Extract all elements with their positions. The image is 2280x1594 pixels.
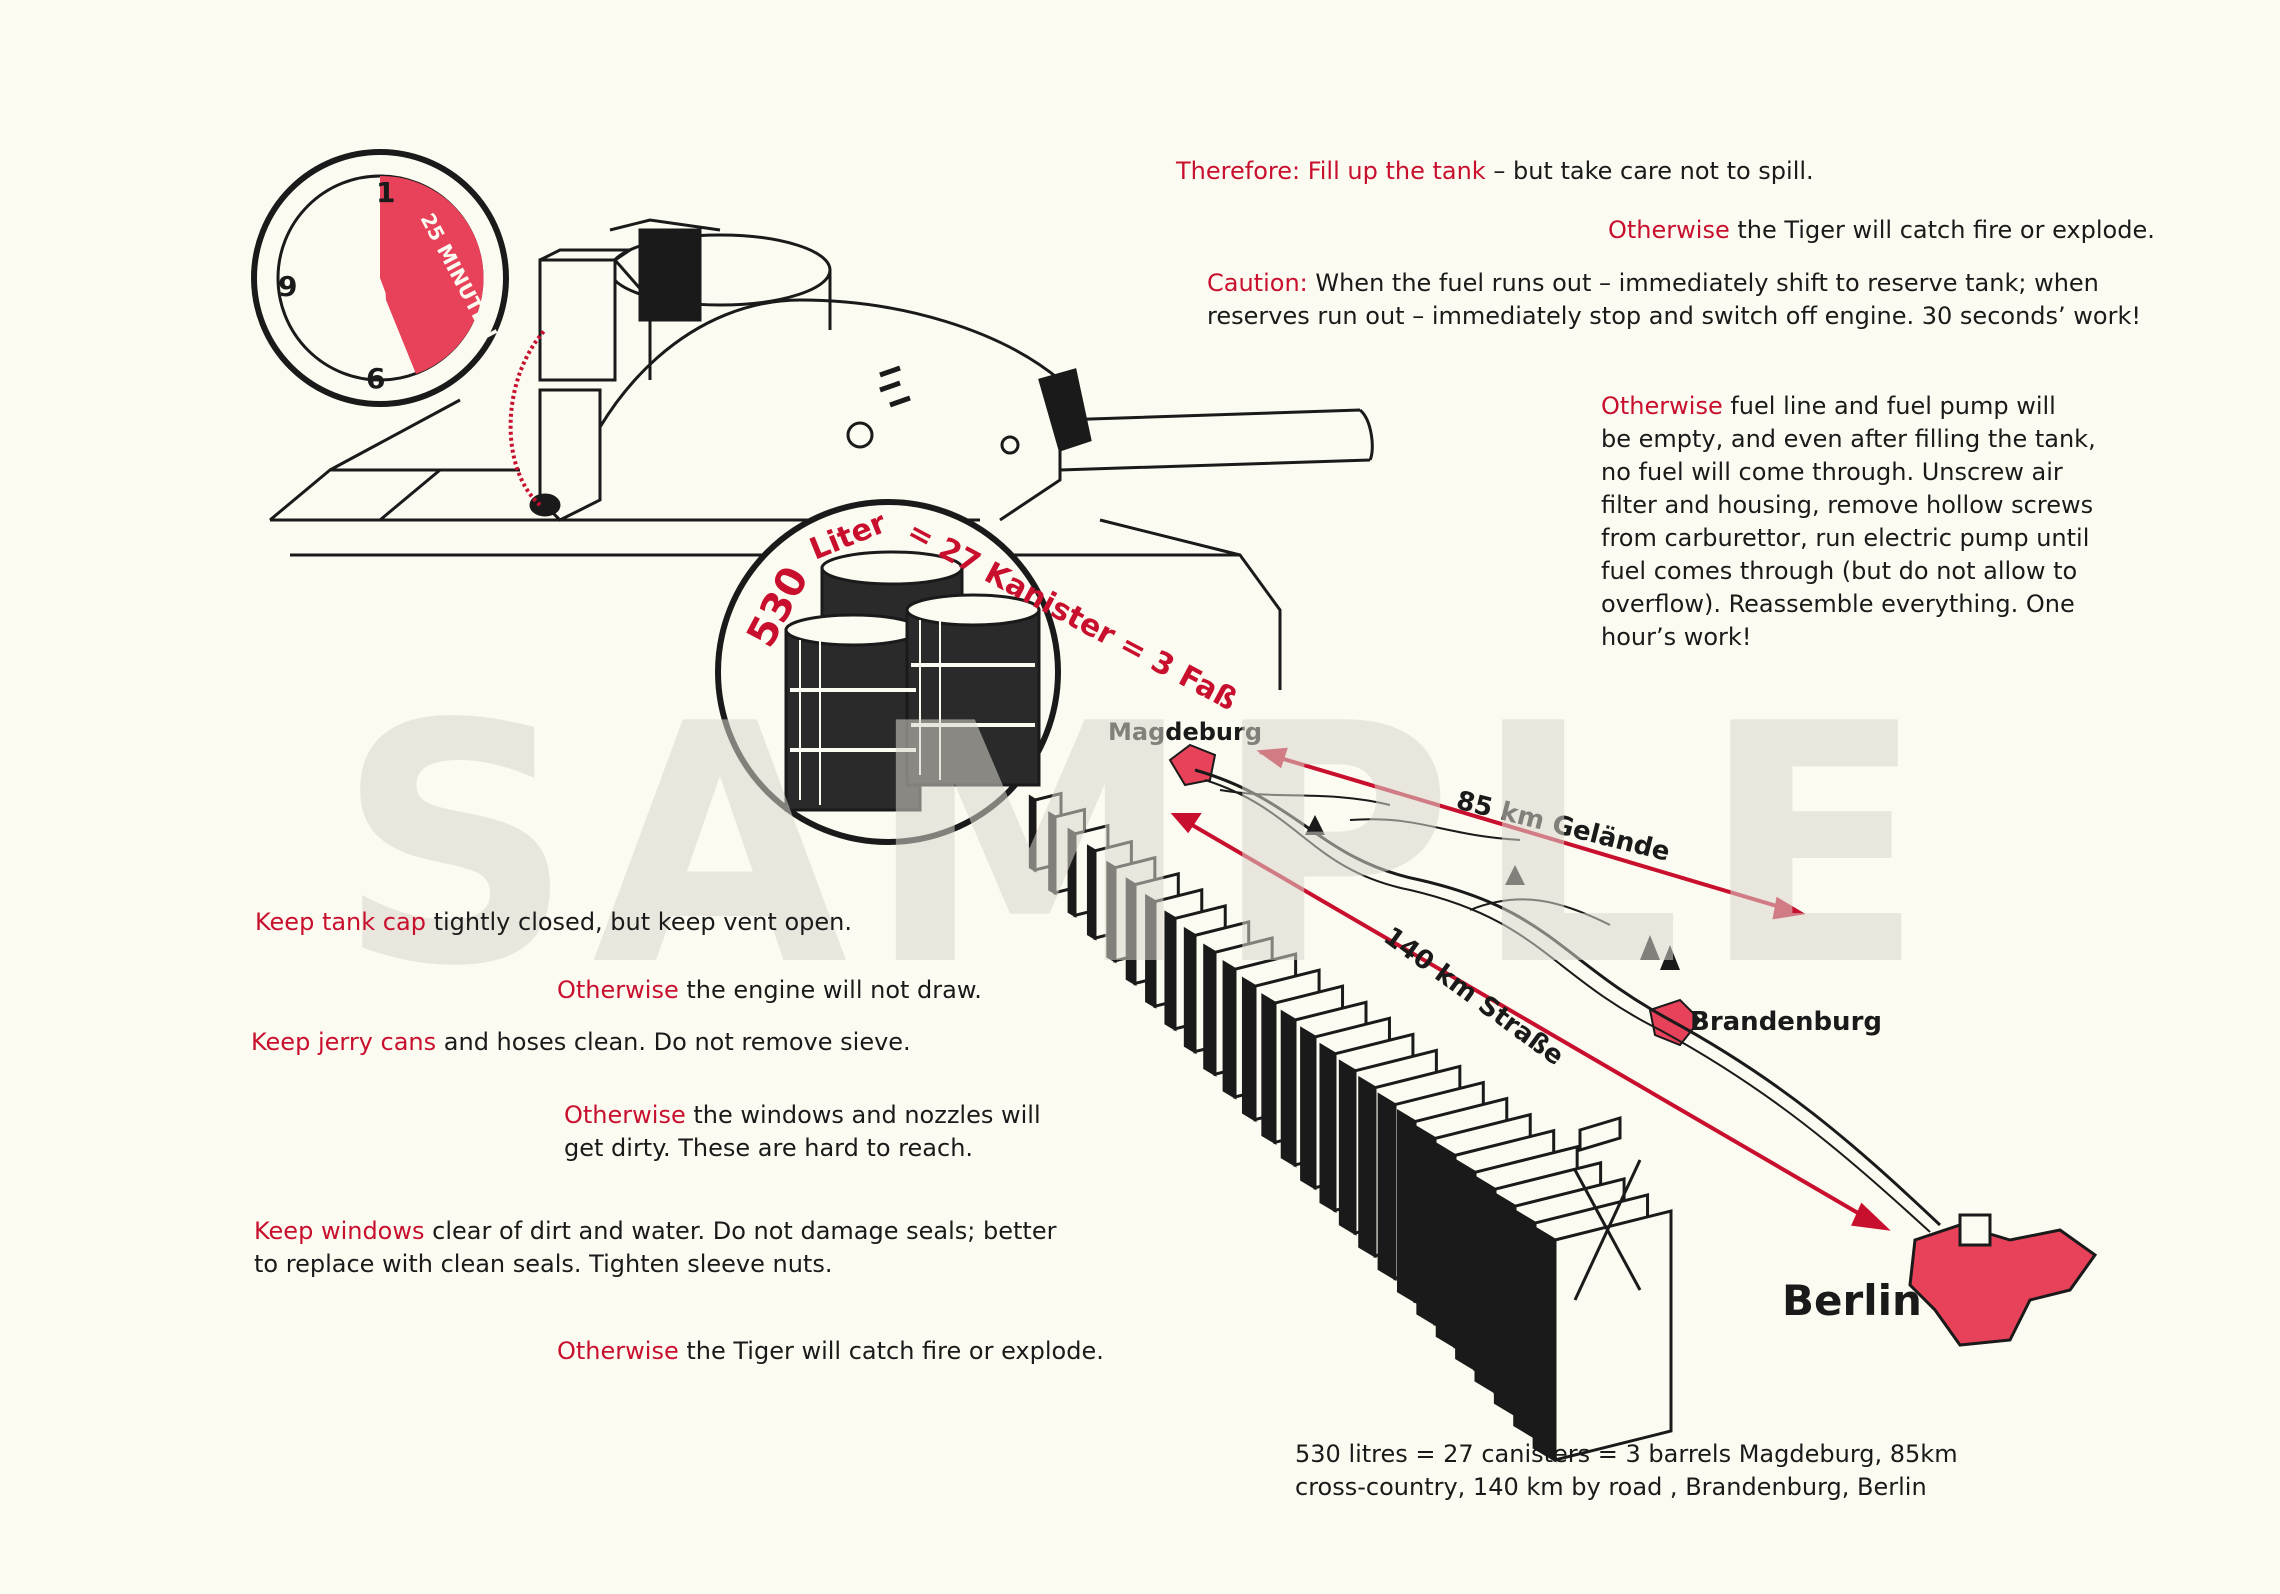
otherwise-fuel-line1: fuel line and fuel pump will xyxy=(1722,392,2056,420)
jerry-can-side xyxy=(1396,1108,1417,1304)
jerry-can-side xyxy=(1280,1009,1297,1168)
oil-barrel-icon: 530 Liter = 27 Kanister = 3 Faß xyxy=(715,499,1243,845)
jerry-can-side xyxy=(1086,844,1097,941)
otherwise-draw: Otherwise the engine will not draw. xyxy=(557,974,982,1007)
caption-line2: cross-country, 140 km by road , Brandenb… xyxy=(1295,1473,1927,1501)
jerry-can-side xyxy=(1532,1224,1557,1463)
otherwise-highlight: Otherwise xyxy=(1608,216,1730,244)
otherwise-windows-highlight: Otherwise xyxy=(564,1101,686,1129)
jerry-can-side xyxy=(1241,976,1257,1123)
fill-up-instruction: Therefore: Fill up the tank – but take c… xyxy=(1176,155,1814,188)
otherwise-fuel-line7: overflow). Reassemble everything. One xyxy=(1601,590,2075,618)
otherwise-text: the Tiger will catch fire or explode. xyxy=(1729,216,2155,244)
caption-line1: 530 litres = 27 canisters = 3 barrels Ma… xyxy=(1295,1440,1958,1468)
map-brandenburg: Brandenburg xyxy=(1690,1007,1882,1037)
jerry-cans-highlight: Keep jerry cans xyxy=(251,1028,437,1056)
fill-up-text: – but take care not to spill. xyxy=(1485,157,1814,185)
otherwise-fuel-line5: from carburettor, run electric pump unti… xyxy=(1601,524,2090,552)
otherwise-draw-highlight: Otherwise xyxy=(557,976,679,1004)
otherwise-fire-highlight: Otherwise xyxy=(557,1337,679,1365)
windows-instruction: Keep windows clear of dirt and water. Do… xyxy=(254,1215,1056,1281)
windows-line1: clear of dirt and water. Do not damage s… xyxy=(424,1217,1057,1245)
otherwise-windows-line2: get dirty. These are hard to reach. xyxy=(564,1134,974,1162)
clock-numeral-9: 9 xyxy=(278,270,297,303)
otherwise-fire-right: Otherwise the Tiger will catch fire or e… xyxy=(1608,214,2155,247)
otherwise-windows: Otherwise the windows and nozzles will g… xyxy=(564,1099,1041,1165)
jerry-can-side xyxy=(1358,1075,1377,1259)
jerry-can-side xyxy=(1164,910,1177,1032)
translation-caption: 530 litres = 27 canisters = 3 barrels Ma… xyxy=(1295,1438,1958,1504)
jerry-can-side xyxy=(1125,877,1137,987)
jerry-can-side xyxy=(1261,993,1277,1145)
otherwise-windows-line1: the windows and nozzles will xyxy=(685,1101,1041,1129)
caution-highlight: Caution: xyxy=(1207,269,1308,297)
windows-highlight: Keep windows xyxy=(254,1217,425,1245)
jerry-can-side xyxy=(1028,794,1037,873)
clock-numeral-1: 1 xyxy=(376,176,395,209)
jerry-can-side xyxy=(1106,860,1117,964)
caution-line2: reserves run out – immediately stop and … xyxy=(1207,302,2141,330)
caution-block: Caution: When the fuel runs out – immedi… xyxy=(1207,267,2141,333)
jerry-can-side xyxy=(1474,1175,1497,1395)
jerry-can-side xyxy=(1513,1208,1537,1440)
jerry-can-side xyxy=(1319,1042,1337,1214)
jerry-can-side xyxy=(1222,960,1237,1100)
otherwise-fuel-highlight: Otherwise xyxy=(1601,392,1723,420)
stopwatch-icon: 1 9 6 25 MINUTEN xyxy=(251,149,509,407)
jerry-can-side xyxy=(1067,827,1077,919)
windows-line2: to replace with clean seals. Tighten sle… xyxy=(254,1250,833,1278)
jerry-can-side xyxy=(1455,1158,1477,1372)
otherwise-fuel-line8: hour’s work! xyxy=(1601,623,1752,651)
fuel-can-icon xyxy=(1028,791,1673,1463)
jerry-can-side xyxy=(1338,1059,1357,1236)
otherwise-fuel-line6: fuel comes through (but do not allow to xyxy=(1601,557,2078,585)
map-berlin: Berlin xyxy=(1782,1276,1922,1325)
map-magdeburg: Magdeburg xyxy=(1108,718,1262,746)
otherwise-draw-text: the engine will not draw. xyxy=(678,976,982,1004)
tank-cap-highlight: Keep tank cap xyxy=(255,908,426,936)
jerry-cans-instruction: Keep jerry cans and hoses clean. Do not … xyxy=(251,1026,911,1059)
caution-line1: When the fuel runs out – immediately shi… xyxy=(1307,269,2099,297)
tank-turret-icon xyxy=(269,218,1374,690)
jerry-can xyxy=(1553,1209,1673,1462)
jerry-can-side xyxy=(1183,926,1197,1055)
otherwise-fuel-block: Otherwise fuel line and fuel pump will b… xyxy=(1601,390,2096,654)
fill-up-highlight: Therefore: Fill up the tank xyxy=(1176,157,1486,185)
jerry-can-side xyxy=(1048,811,1057,896)
otherwise-fire-left: Otherwise the Tiger will catch fire or e… xyxy=(557,1335,1104,1368)
otherwise-fuel-line2: be empty, and even after filling the tan… xyxy=(1601,425,2096,453)
clock-numeral-6: 6 xyxy=(366,362,385,395)
tank-cap-text: tightly closed, but keep vent open. xyxy=(425,908,852,936)
jerry-can-side xyxy=(1493,1191,1517,1418)
jerry-can-side xyxy=(1377,1092,1397,1282)
jerry-can-side xyxy=(1145,893,1157,1009)
otherwise-fuel-line3: no fuel will come through. Unscrew air xyxy=(1601,458,2063,486)
jerry-can-side xyxy=(1416,1125,1437,1327)
jerry-can-side xyxy=(1300,1026,1317,1191)
jerry-cans-text: and hoses clean. Do not remove sieve. xyxy=(436,1028,911,1056)
jerry-can-side xyxy=(1435,1142,1457,1350)
otherwise-fire-text: the Tiger will catch fire or explode. xyxy=(678,1337,1104,1365)
tank-cap-instruction: Keep tank cap tightly closed, but keep v… xyxy=(255,906,852,939)
jerry-can-emboss xyxy=(1573,1115,1642,1301)
otherwise-fuel-line4: filter and housing, remove hollow screws xyxy=(1601,491,2094,519)
map-cross-country: 85 km Gelände xyxy=(1453,786,1673,868)
jerry-can-side xyxy=(1203,943,1217,1077)
